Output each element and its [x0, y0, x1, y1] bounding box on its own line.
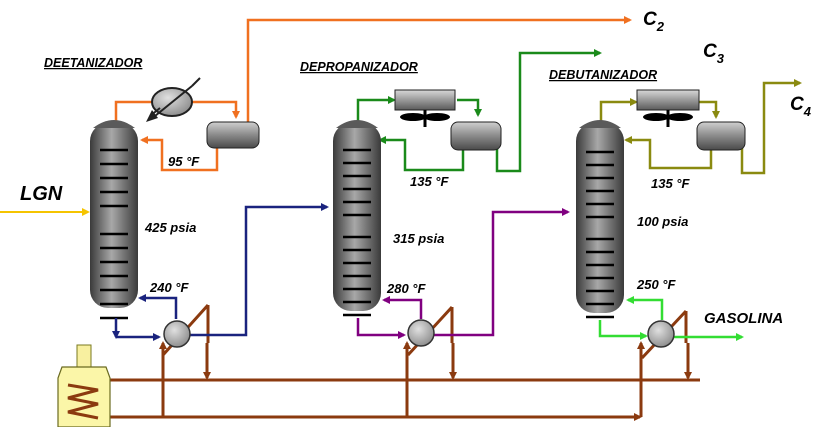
c3-label: C3	[703, 41, 725, 66]
debutanizer-bottoms	[598, 296, 744, 341]
depropanizer-reflux-drum	[450, 121, 502, 151]
deethanizer-reflux-drum	[206, 121, 260, 149]
debutanizer-reflux-drum	[696, 121, 746, 151]
debutanizador-bottoms-temp: 250 °F	[636, 277, 677, 292]
c3-sub: 3	[717, 51, 725, 66]
debutanizador-pressure: 100 psia	[637, 214, 688, 229]
c2-main: C	[643, 9, 657, 30]
debutanizador-title: DEBUTANIZADOR	[549, 68, 657, 82]
depropanizer-air-cooler	[394, 89, 456, 127]
depropanizador-bottoms-temp: 280 °F	[386, 281, 427, 296]
debutanizer-trays	[586, 150, 614, 319]
deetanizador-pressure: 425 psia	[144, 220, 196, 235]
feed-label: LGN	[20, 183, 63, 205]
depropanizador-title: DEPROPANIZADOR	[300, 60, 418, 74]
debutanizador-overhead-temp: 135 °F	[651, 176, 691, 191]
deetanizador-title: DEETANIZADOR	[44, 56, 142, 70]
heating-medium-lines	[97, 303, 700, 421]
deetanizador-overhead-temp: 95 °F	[168, 154, 200, 169]
furnace	[57, 344, 111, 427]
deethanizer-reboiler	[138, 294, 191, 348]
depropanizador-pressure: 315 psia	[393, 231, 444, 246]
c4-main: C	[790, 94, 804, 115]
deethanizer-condenser	[146, 77, 201, 122]
depropanizer-overhead	[356, 49, 602, 173]
depropanizador-overhead-temp: 135 °F	[410, 174, 450, 189]
c2-sub: 2	[656, 19, 665, 34]
c4-sub: 4	[803, 104, 812, 119]
depropanizer-trays	[343, 148, 371, 317]
debutanizer-overhead	[599, 79, 802, 175]
c4-label: C4	[790, 94, 812, 119]
c3-main: C	[703, 41, 717, 62]
deethanizer-trays	[100, 148, 128, 320]
deethanizer-column	[90, 120, 138, 308]
deethanizer-bottoms	[112, 203, 329, 341]
gasoline-label: GASOLINA	[704, 310, 783, 327]
depropanizer-reboiler	[407, 319, 435, 347]
deetanizador-bottoms-temp: 240 °F	[149, 280, 190, 295]
c2-label: C2	[643, 9, 665, 34]
depropanizer-bottoms	[356, 208, 570, 339]
debutanizer-air-cooler	[636, 89, 700, 127]
debutanizer-reboiler	[647, 320, 675, 348]
